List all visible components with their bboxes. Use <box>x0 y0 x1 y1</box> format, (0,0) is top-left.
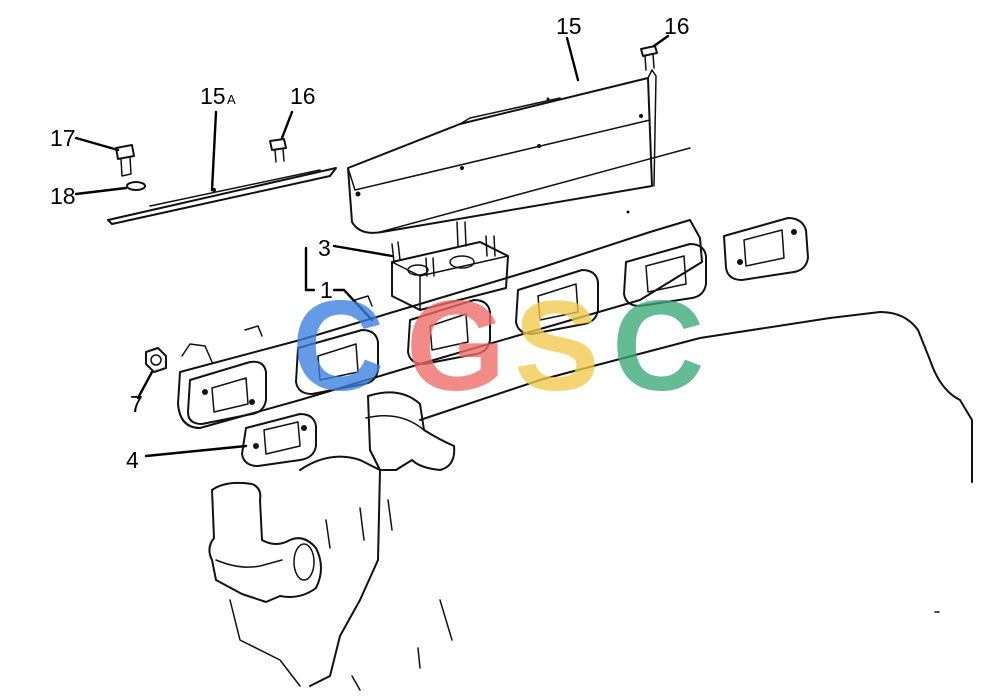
bolt-17 <box>115 144 135 177</box>
callout-17: 17 <box>50 125 76 151</box>
heat-shield-15 <box>347 69 691 234</box>
nut-7 <box>145 347 167 373</box>
callout-18: 18 <box>50 183 76 209</box>
callout-15: 15 <box>556 13 582 39</box>
exhaust-manifold-1 <box>177 217 809 429</box>
callout-4: 4 <box>126 447 139 473</box>
callout-3: 3 <box>318 235 331 261</box>
watermark-letter-s: S <box>514 275 599 418</box>
leader-lines <box>74 34 670 458</box>
watermark-letter-g: G <box>406 275 506 418</box>
bolt-16-left <box>269 138 287 163</box>
flange-block-3 <box>391 221 509 311</box>
engine-block-outline <box>419 311 973 613</box>
watermark-letter-c2: C <box>612 275 704 418</box>
water-outlet-housing <box>208 391 456 691</box>
callout-15a-number: 15 <box>200 83 226 109</box>
callout-15a-suffix: A <box>227 92 236 107</box>
callout-1: 1 <box>320 277 333 303</box>
heat-shield-15a <box>107 167 337 225</box>
callout-16-left: 16 <box>290 83 316 109</box>
watermark-letter-c1: C <box>292 275 384 418</box>
callout-labels: 15 16 15 A 16 17 18 3 1 7 4 <box>50 13 690 473</box>
cgsc-watermark-logo: C G S C <box>292 275 704 418</box>
callout-16-top: 16 <box>664 13 690 39</box>
washer-18 <box>126 181 146 191</box>
bolt-16-top <box>640 45 658 71</box>
callout-7: 7 <box>130 391 143 417</box>
gasket-4 <box>241 413 317 467</box>
